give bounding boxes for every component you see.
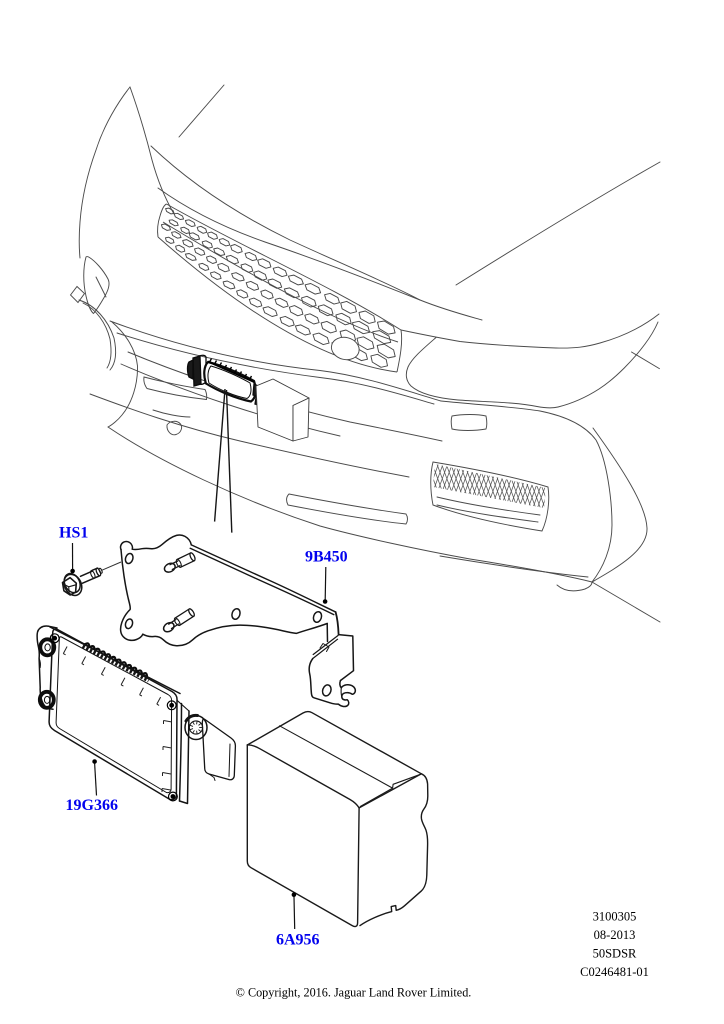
svg-text:HS1: HS1	[59, 525, 88, 542]
svg-text:6A956: 6A956	[276, 932, 320, 949]
svg-text:C0246481-01: C0246481-01	[580, 965, 649, 979]
svg-text:3100305: 3100305	[593, 910, 637, 924]
svg-text:19G366: 19G366	[66, 797, 118, 814]
svg-text:50SDSR: 50SDSR	[593, 947, 637, 961]
svg-text:08-2013: 08-2013	[594, 928, 636, 942]
svg-text:© Copyright, 2016. Jaguar Land: © Copyright, 2016. Jaguar Land Rover Lim…	[236, 986, 472, 1000]
svg-text:9B450: 9B450	[305, 549, 348, 566]
